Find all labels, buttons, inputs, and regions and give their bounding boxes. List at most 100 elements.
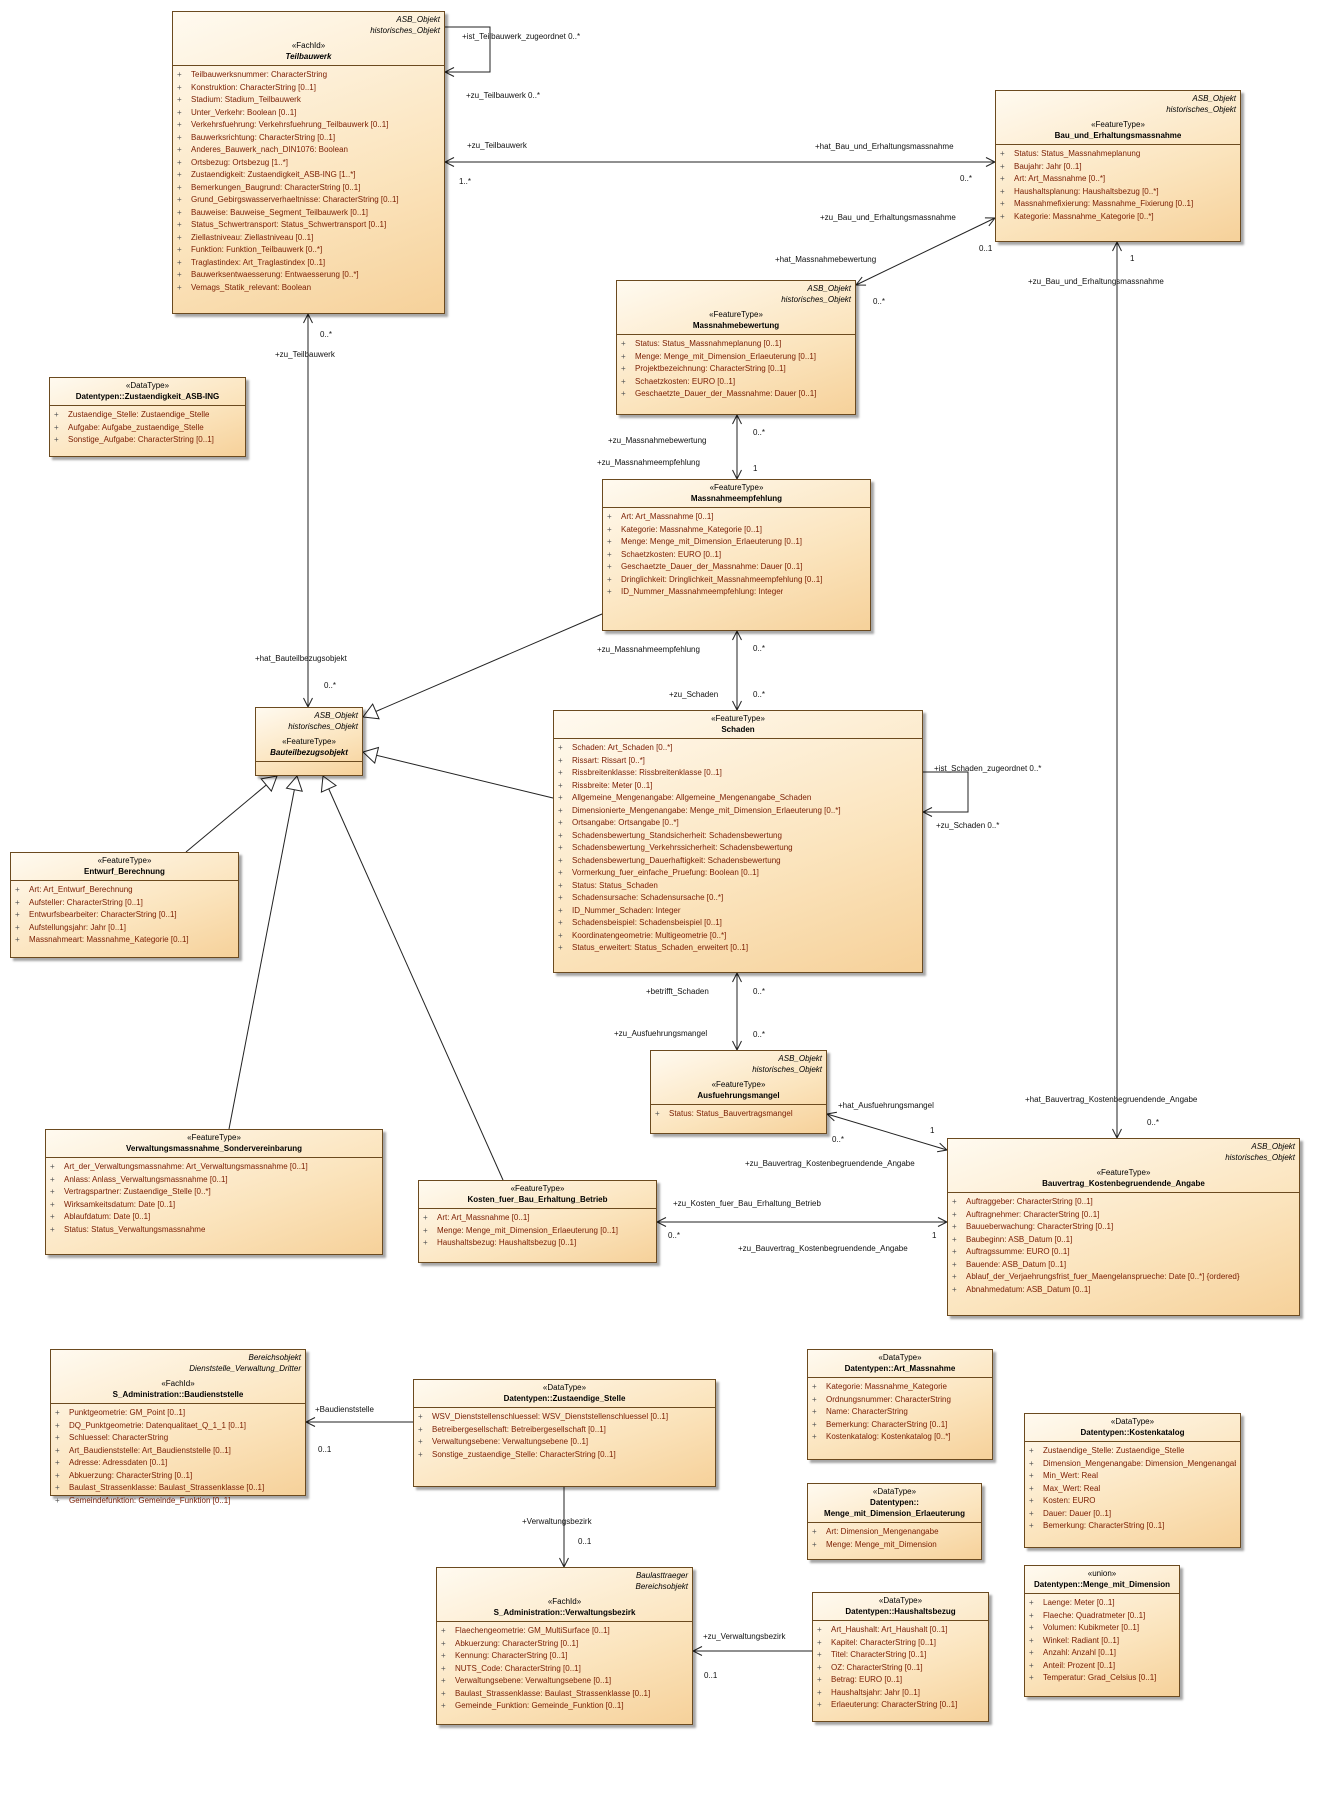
attribute-text: Unter_Verkehr: Boolean [0..1] — [191, 107, 297, 117]
attribute-text: Sonstige_Aufgabe: CharacterString [0..1] — [68, 435, 214, 444]
visibility-marker: + — [558, 893, 563, 902]
attribute: +Anderes_Bauwerk_nach_DIN1076: Boolean — [177, 144, 440, 157]
attribute: +Bauwerksrichtung: CharacterString [0..1… — [177, 132, 440, 145]
role-label: 0..1 — [704, 1671, 718, 1680]
attribute-text: Bauwerksentwaesserung: Entwaesserung [0.… — [191, 270, 359, 279]
class-kostenkatalog[interactable]: «DataType»Datentypen::Kostenkatalog+Zust… — [1024, 1413, 1241, 1548]
class-zustaendigkeit[interactable]: «DataType»Datentypen::Zustaendigkeit_ASB… — [49, 377, 246, 457]
arrowhead — [732, 971, 742, 983]
attribute: +Status: Status_Massnahmeplanung [0..1] — [621, 338, 851, 351]
role-label: +hat_Ausfuehrungsmangel — [838, 1101, 934, 1110]
attribute: +Winkel: Radiant [0..1] — [1029, 1635, 1175, 1648]
attribute: +Teilbauwerksnummer: CharacterString — [177, 69, 440, 82]
role-label: 0..* — [753, 690, 766, 699]
visibility-marker: + — [558, 755, 563, 765]
attribute-list: +Punktgeometrie: GM_Point [0..1]+DQ_Punk… — [51, 1404, 305, 1509]
attribute: +Zustaendigkeit: Zustaendigkeit_ASB-ING … — [177, 169, 440, 182]
attribute: +Dimension_Mengenangabe: Dimension_Menge… — [1029, 1458, 1236, 1471]
class-art_massnahme[interactable]: «DataType»Datentypen::Art_Massnahme+Kate… — [807, 1349, 993, 1460]
attribute: +Kategorie: Massnahme_Kategorie — [812, 1381, 988, 1394]
attribute: +Funktion: Funktion_Teilbauwerk [0..*] — [177, 244, 440, 257]
attribute: +Haushaltsbezug: Haushaltsbezug [0..1] — [423, 1237, 652, 1250]
visibility-marker: + — [55, 1420, 60, 1430]
attribute: +Bauueberwachung: CharacterString [0..1] — [952, 1221, 1295, 1234]
visibility-marker: + — [558, 743, 563, 752]
class-header: «DataType»Datentypen::Art_Massnahme — [808, 1350, 992, 1378]
class-name: Datentypen::Menge_mit_Dimension — [1033, 1580, 1171, 1589]
visibility-marker: + — [558, 905, 563, 915]
attribute-text: Dringlichkeit: Dringlichkeit_Massnahmeem… — [621, 574, 823, 584]
arrowhead — [443, 67, 455, 77]
stereotype: «FachId» — [161, 1379, 195, 1388]
role-label: +zu_Bauvertrag_Kostenbegruendende_Angabe — [738, 1244, 908, 1253]
visibility-marker: + — [50, 1212, 55, 1221]
attribute-text: ID_Nummer_Massnahmeempfehlung: Integer — [621, 587, 784, 596]
role-label: +zu_Ausfuehrungsmangel — [614, 1029, 708, 1038]
attribute: +Ziellastniveau: Ziellastniveau [0..1] — [177, 232, 440, 245]
visibility-marker: + — [817, 1625, 822, 1634]
attribute-text: Verkehrsfuehrung: Verkehrsfuehrung_Teilb… — [191, 120, 389, 129]
attribute: +Bemerkung: CharacterString [0..1] — [812, 1419, 988, 1432]
visibility-marker: + — [55, 1470, 60, 1480]
visibility-marker: + — [607, 562, 612, 571]
attribute: +Art: Art_Massnahme [0..1] — [607, 511, 866, 524]
class-massnahmeempfehlung[interactable]: «FeatureType»Massnahmeempfehlung+Art: Ar… — [602, 479, 871, 631]
attribute: +Haushaltsjahr: Jahr [0..1] — [817, 1687, 984, 1700]
class-verwaltungsmassnahme[interactable]: «FeatureType»Verwaltungsmassnahme_Sonder… — [45, 1129, 383, 1255]
visibility-marker: + — [607, 512, 612, 521]
visibility-marker: + — [655, 1109, 660, 1118]
attribute-text: Menge: Menge_mit_Dimension_Erlaeuterung … — [621, 537, 802, 546]
attribute: +Bemerkungen_Baugrund: CharacterString [… — [177, 182, 440, 195]
attribute-text: Schluessel: CharacterString — [69, 1433, 169, 1442]
attribute-text: Betreibergesellschaft: Betreibergesellsc… — [432, 1424, 606, 1434]
role-label: 0..* — [324, 681, 337, 690]
class-schaden[interactable]: «FeatureType»Schaden+Schaden: Art_Schade… — [553, 710, 923, 973]
attribute-text: Abkuerzung: CharacterString [0..1] — [69, 1470, 193, 1480]
class-name: Massnahmeempfehlung — [690, 494, 783, 503]
role-label: +ist_Schaden_zugeordnet 0..* — [934, 764, 1042, 773]
visibility-marker: + — [177, 232, 182, 242]
visibility-marker: + — [558, 918, 563, 927]
visibility-marker: + — [55, 1495, 60, 1505]
attribute-text: Anderes_Bauwerk_nach_DIN1076: Boolean — [191, 145, 348, 154]
class-kosten_betrieb[interactable]: «FeatureType»Kosten_fuer_Bau_Erhaltung_B… — [418, 1180, 657, 1263]
class-zustaendige_stelle[interactable]: «DataType»Datentypen::Zustaendige_Stelle… — [413, 1379, 716, 1487]
visibility-marker: + — [50, 1174, 55, 1184]
attribute: +Aufgabe: Aufgabe_zustaendige_Stelle — [54, 422, 241, 435]
class-entwurf[interactable]: «FeatureType»Entwurf_Berechnung+Art: Art… — [10, 852, 239, 958]
class-header: «FeatureType»Kosten_fuer_Bau_Erhaltung_B… — [419, 1181, 656, 1209]
attribute-text: Konstruktion: CharacterString [0..1] — [191, 82, 316, 92]
attribute-text: Art: Art_Massnahme [0..1] — [437, 1213, 530, 1222]
attribute-text: Auftraggeber: CharacterString [0..1] — [966, 1197, 1093, 1206]
visibility-marker: + — [952, 1259, 957, 1269]
class-haushaltsbezug[interactable]: «DataType»Datentypen::Haushaltsbezug+Art… — [812, 1592, 989, 1722]
visibility-marker: + — [177, 282, 182, 292]
class-menge_dim[interactable]: «union»Datentypen::Menge_mit_Dimension+L… — [1024, 1565, 1180, 1697]
visibility-marker: + — [1029, 1446, 1034, 1455]
class-menge_erl[interactable]: «DataType»Datentypen:: Menge_mit_Dimensi… — [807, 1483, 982, 1560]
attribute-text: Aufsteller: CharacterString [0..1] — [29, 897, 143, 907]
attribute-text: Schadensbewertung_Standsicherheit: Schad… — [572, 830, 782, 840]
attribute-text: Auftragssumme: EURO [0..1] — [966, 1247, 1070, 1256]
generalization-arrowhead — [362, 746, 380, 765]
visibility-marker: + — [812, 1539, 817, 1549]
visibility-marker: + — [1029, 1483, 1034, 1493]
class-name: Verwaltungsmassnahme_Sondervereinbarung — [125, 1144, 303, 1153]
attribute: +Ablauf_der_Verjaehrungsfrist_fuer_Maeng… — [952, 1271, 1295, 1284]
class-name: Massnahmebewertung — [692, 321, 780, 330]
stereotype: «FeatureType» — [711, 1080, 766, 1089]
attribute: +Ortsangabe: Ortsangabe [0..*] — [558, 817, 918, 830]
visibility-marker: + — [177, 257, 182, 267]
attribute: +Zustaendige_Stelle: Zustaendige_Stelle — [54, 409, 241, 422]
